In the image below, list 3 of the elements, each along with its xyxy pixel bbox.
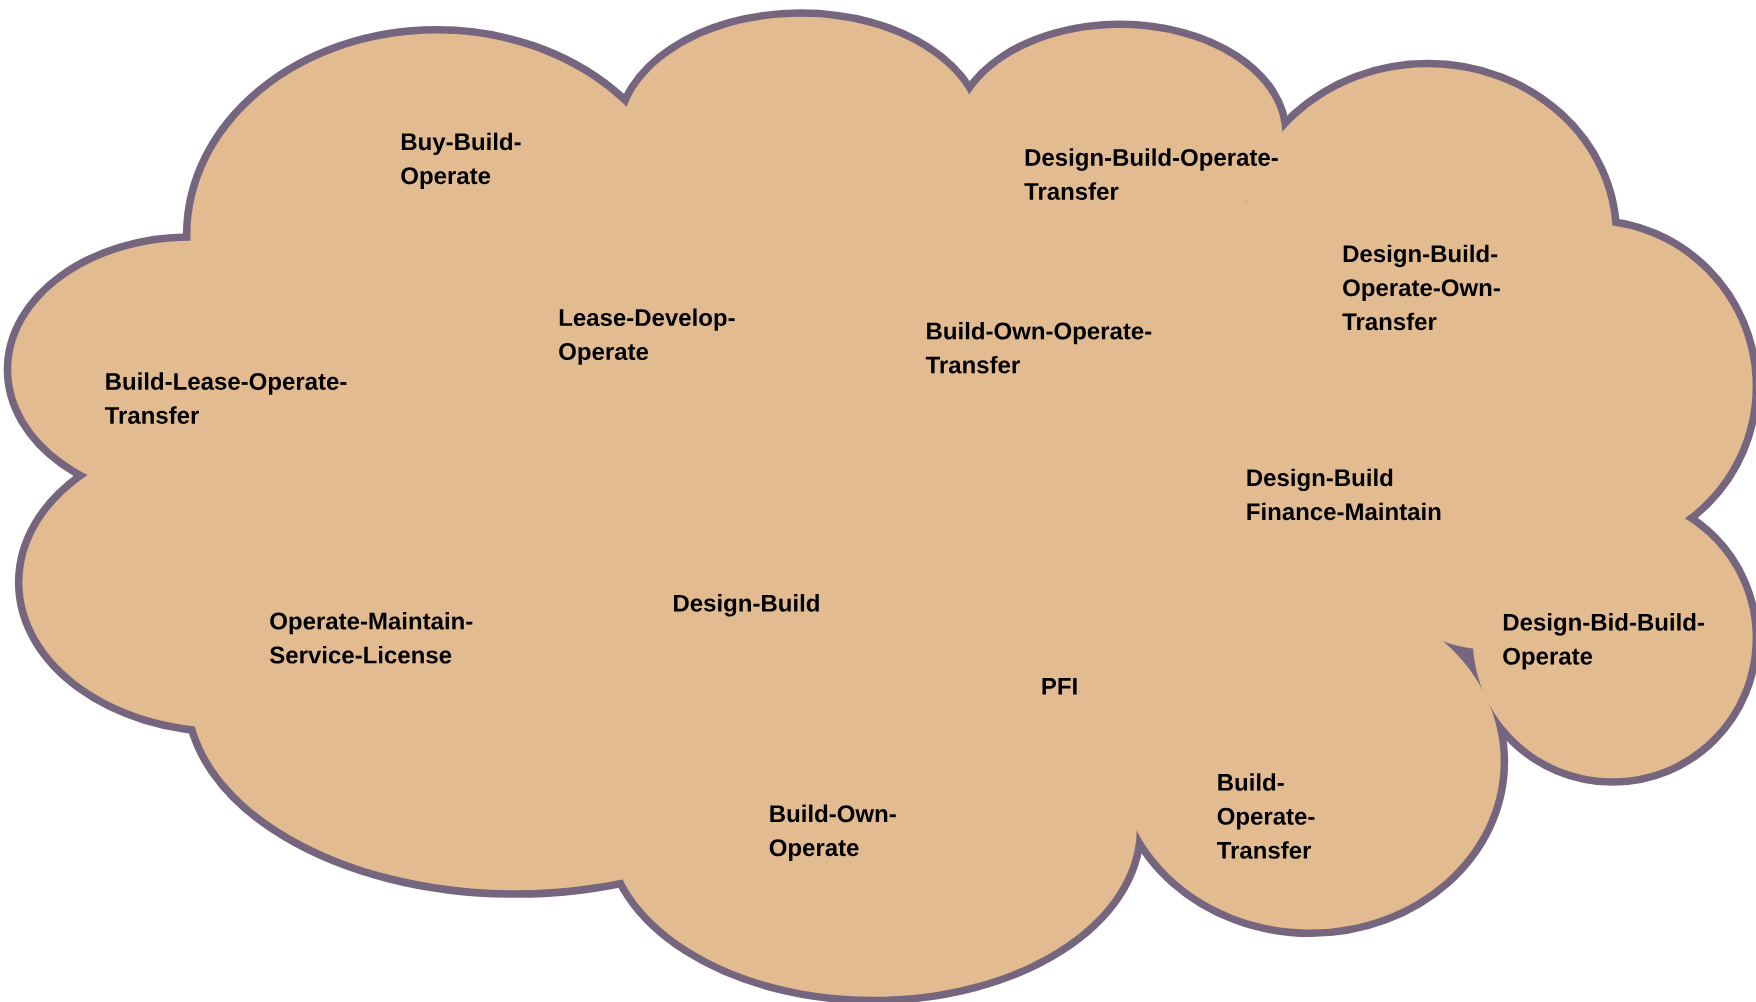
term-label: Design-Bid-Build-Operate xyxy=(1503,612,1704,670)
term-label: Build-Lease-Operate-Transfer xyxy=(104,372,347,424)
term-label: Build-Own-Operate xyxy=(769,804,896,861)
